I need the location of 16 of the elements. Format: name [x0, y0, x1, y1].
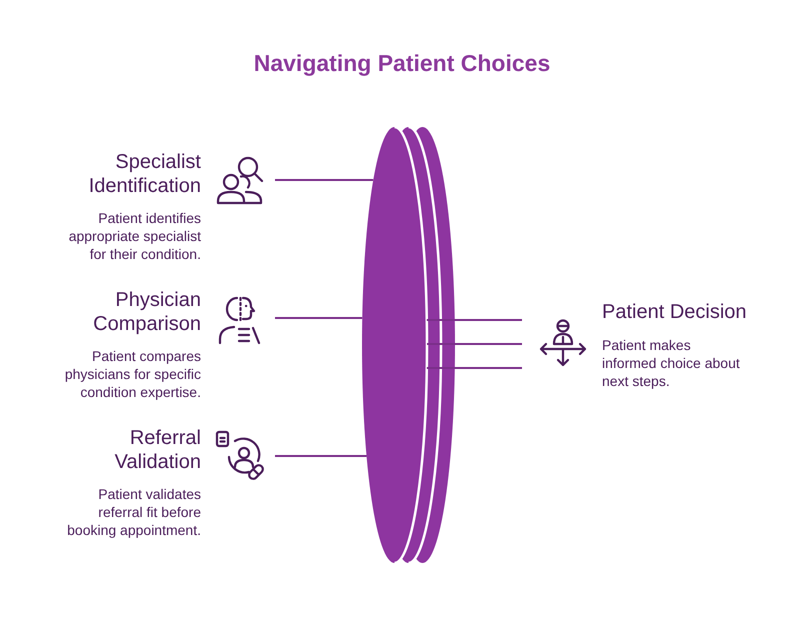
step-description: Patient validates referral fit before booking appointment.	[66, 485, 201, 539]
connector-line	[275, 179, 374, 181]
step-description: Patient identifies appropriate specialist for their condition.	[68, 209, 201, 263]
step-description: Patient makes informed choice about next steps.	[602, 336, 741, 390]
connector-line	[426, 319, 522, 321]
connector-line	[426, 367, 522, 369]
connector-line	[427, 343, 522, 345]
step-heading: Physician Comparison	[92, 288, 201, 336]
step-heading: Specialist Identification	[88, 150, 201, 198]
step-heading: Patient Decision	[602, 300, 747, 324]
diagram-title: Navigating Patient Choices	[254, 49, 550, 77]
step-description: Patient compares physicians for specific condition expertise.	[64, 347, 201, 401]
connector-line	[275, 317, 362, 319]
step-heading: Referral Validation	[114, 426, 201, 474]
lens-disc	[360, 125, 458, 565]
connector-line	[275, 455, 367, 457]
